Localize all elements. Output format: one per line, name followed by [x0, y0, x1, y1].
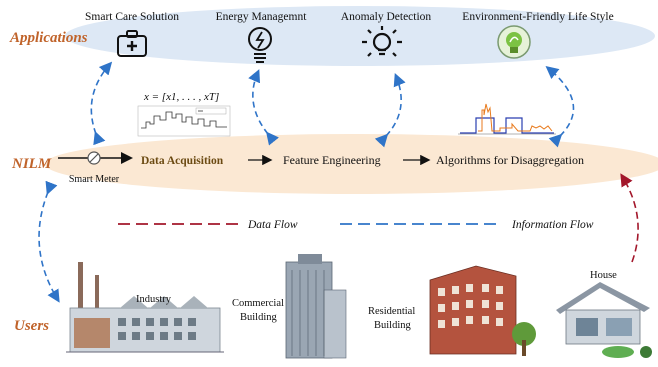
residential-building-illustration: [429, 265, 536, 356]
commercial-building-label-line2: Building: [240, 312, 278, 323]
feature-engineering-label: Feature Engineering: [283, 153, 381, 167]
info-flow-smartcare: [90, 61, 113, 146]
residential-building-label-line2: Building: [374, 320, 412, 331]
data-acquisition-label: Data Acquisition: [141, 155, 224, 167]
eco-bulb-icon: [497, 25, 531, 59]
industry-illustration: [66, 262, 224, 353]
legend-information-flow-label: Information Flow: [511, 219, 594, 231]
layer-label-users: Users: [14, 318, 49, 334]
house-label: House: [590, 270, 617, 281]
lightbulb-energy-icon: [248, 27, 272, 63]
smart-meter-label: Smart Meter: [69, 174, 120, 185]
disaggregated-signal-plot: [458, 103, 556, 135]
industry-label: Industry: [136, 294, 172, 305]
info-flow-energy: [248, 69, 279, 146]
info-flow-environment: [545, 65, 575, 148]
info-flow-anomaly: [374, 73, 406, 148]
legend-data-flow-label: Data Flow: [247, 219, 298, 231]
layer-label-nilm: NILM: [11, 156, 52, 172]
layer-label-applications: Applications: [9, 30, 88, 46]
data-flow-house: [620, 173, 639, 263]
nilm-band: [45, 134, 658, 194]
medical-kit-icon: [117, 30, 147, 57]
info-flow-users: [38, 180, 60, 303]
house-illustration: [556, 282, 652, 358]
app-label-energy: Energy Managemnt: [216, 11, 308, 23]
alert-lightbulb-icon: [362, 26, 402, 57]
formula-label: x = [x1, . . . , xT]: [143, 91, 219, 103]
commercial-building-label-line1: Commercial: [232, 298, 284, 309]
app-label-environment: Environment-Friendly Life Style: [462, 11, 613, 23]
commercial-building-illustration: [285, 254, 347, 359]
app-label-anomaly: Anomaly Detection: [341, 11, 432, 23]
smart-meter-icon: [87, 151, 101, 165]
algorithms-label: Algorithms for Disaggregation: [436, 153, 584, 167]
aggregate-signal-plot: [137, 105, 231, 137]
residential-building-label-line1: Residential: [368, 306, 415, 317]
app-label-smart-care: Smart Care Solution: [85, 11, 179, 23]
